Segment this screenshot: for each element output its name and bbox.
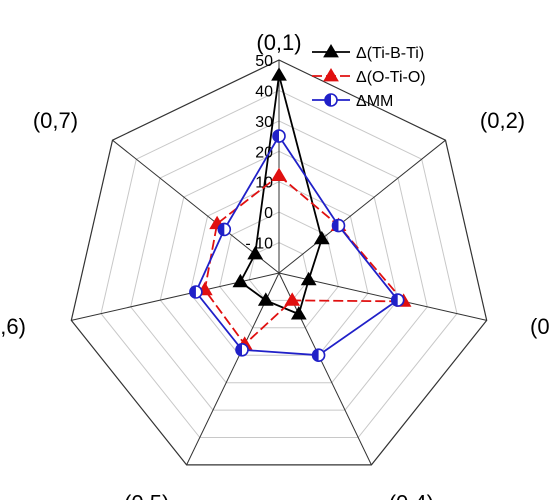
- data-point: [271, 167, 287, 181]
- grid-ring: [100, 89, 458, 438]
- data-point: [232, 273, 249, 288]
- axis-spoke: [278, 139, 446, 274]
- grid-ring: [130, 120, 428, 411]
- series-2: [189, 129, 405, 363]
- legend-item: ΔMM: [312, 93, 393, 110]
- category-label: (0,5): [124, 490, 169, 500]
- legend-item: Δ(Ti-B-Ti): [312, 44, 424, 62]
- data-point: [189, 285, 203, 299]
- category-label: (0,1): [256, 30, 301, 55]
- data-point: [331, 218, 346, 233]
- category-label: (0,6): [0, 314, 26, 339]
- category-label: (0,3): [530, 314, 550, 339]
- category-label: (0,7): [33, 108, 78, 133]
- data-point: [247, 246, 264, 260]
- legend-label: Δ(Ti-B-Ti): [356, 45, 424, 62]
- tick-label: 50: [255, 53, 273, 70]
- data-point: [257, 292, 274, 306]
- legend: Δ(Ti-B-Ti) Δ(O-Ti-O) ΔMM: [312, 44, 426, 110]
- axis-spoke: [112, 139, 280, 274]
- tick-label: 0: [264, 205, 273, 222]
- data-point: [290, 306, 307, 320]
- grid-ring: [189, 181, 369, 356]
- legend-marker: [324, 93, 338, 107]
- data-point: [235, 342, 249, 357]
- legend-label: ΔMM: [356, 93, 393, 110]
- tick-label: 40: [255, 83, 273, 100]
- outer-ring: [70, 59, 488, 466]
- tick-label: 20: [255, 144, 273, 161]
- tick-label: 30: [255, 114, 273, 131]
- legend-label: Δ(O-Ti-O): [356, 69, 426, 86]
- tick-label: - 10: [245, 236, 273, 253]
- series-line: [203, 174, 406, 346]
- data-point: [390, 293, 405, 307]
- data-point: [300, 271, 317, 286]
- axis-layer: (0,1) (0,2) (0,3) (0,4) (0,5) (0,6) (0,7): [0, 30, 550, 500]
- marker-half: [325, 94, 331, 106]
- data-point: [313, 230, 330, 245]
- grid-ring: [159, 150, 399, 384]
- legend-marker: [323, 68, 339, 82]
- data-point: [311, 348, 326, 363]
- marker-half: [273, 130, 279, 143]
- legend-item: Δ(O-Ti-O): [312, 68, 426, 86]
- data-point: [284, 292, 301, 306]
- marker-half: [312, 349, 319, 362]
- marker-half: [236, 343, 242, 356]
- legend-marker: [323, 44, 339, 58]
- marker-half: [218, 223, 225, 236]
- axis-spoke: [71, 272, 280, 321]
- category-label: (0,2): [480, 108, 525, 133]
- marker-half: [391, 294, 398, 307]
- category-label: (0,4): [389, 490, 434, 500]
- series-line: [194, 134, 400, 357]
- data-point: [272, 129, 286, 143]
- series-0: [232, 67, 330, 320]
- data-point: [217, 222, 232, 237]
- data-point: [271, 67, 287, 81]
- series-layer: [189, 67, 412, 363]
- marker-half: [189, 286, 196, 298]
- marker-half: [332, 219, 339, 232]
